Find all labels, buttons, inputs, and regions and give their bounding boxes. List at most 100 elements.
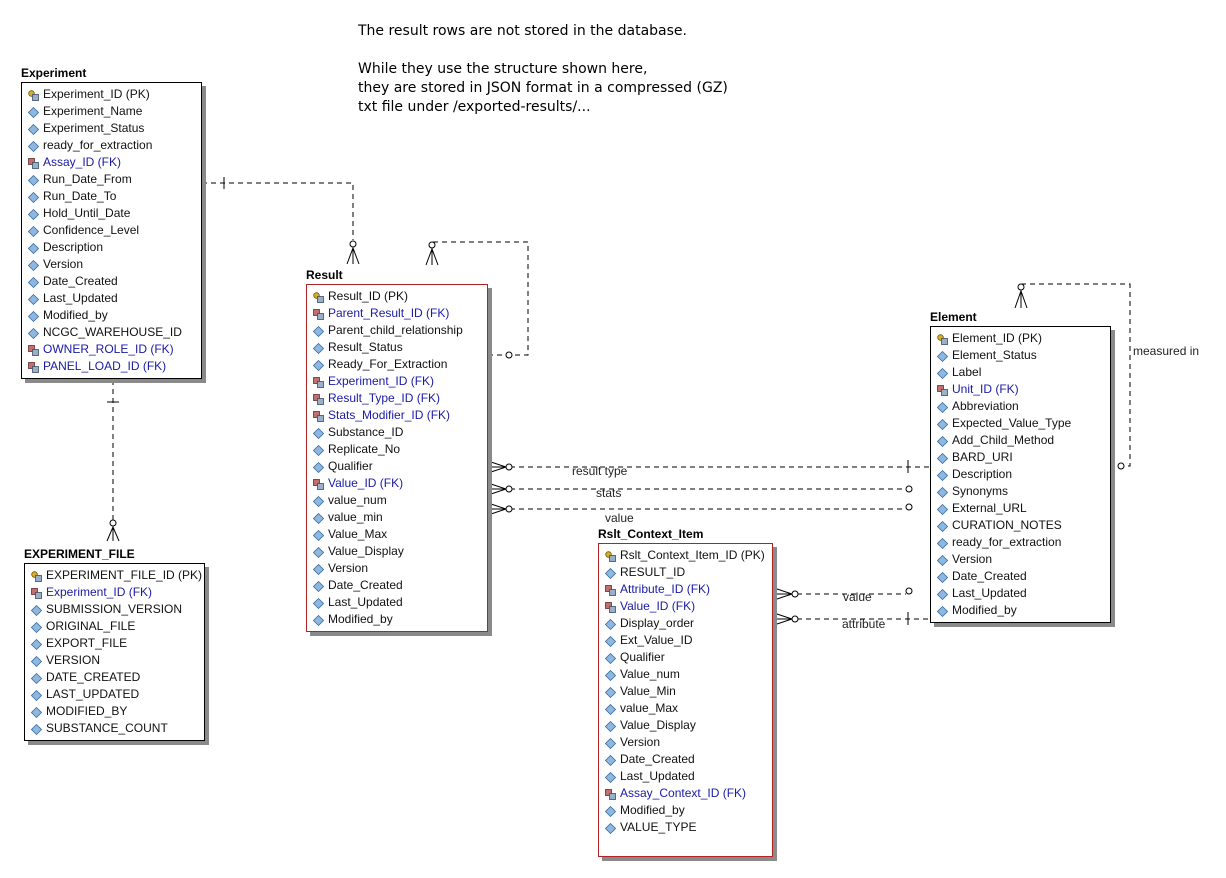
attribute-name: Substance_ID — [328, 425, 404, 439]
attribute-row: Last_Updated — [599, 768, 772, 785]
attribute-name: Modified_by — [620, 803, 685, 817]
attribute-name: Result_ID (PK) — [328, 289, 409, 303]
attribute-row: Result_Type_ID (FK) — [307, 390, 487, 407]
attribute-row: Parent_Result_ID (FK) — [307, 305, 487, 322]
diamond-icon — [936, 520, 949, 533]
attribute-name: PANEL_LOAD_ID (FK) — [43, 359, 167, 373]
attribute-row: Ext_Value_ID — [599, 632, 772, 649]
label-result-type: result type — [572, 464, 628, 478]
diamond-icon — [312, 342, 325, 355]
label-stats: stats — [596, 486, 622, 500]
diamond-icon — [312, 359, 325, 372]
attribute-name: NCGC_WAREHOUSE_ID — [43, 325, 182, 339]
attribute-row: Version — [599, 734, 772, 751]
attribute-row: Element_Status — [931, 347, 1110, 364]
attribute-row: Date_Created — [931, 568, 1110, 585]
attribute-row: value_min — [307, 509, 487, 526]
diamond-icon — [27, 174, 40, 187]
key-icon — [31, 570, 42, 582]
attribute-name: Parent_child_relationship — [328, 323, 463, 337]
diamond-icon — [936, 469, 949, 482]
attribute-name: Last_Updated — [43, 291, 118, 305]
diamond-icon — [27, 293, 40, 306]
attribute-row: EXPERIMENT_FILE_ID (PK) — [25, 567, 204, 584]
diamond-icon — [604, 703, 617, 716]
foreign-key-icon — [28, 157, 39, 169]
foreign-key-icon — [605, 601, 616, 613]
label-attribute: attribute — [842, 617, 886, 631]
attribute-name: Value_Min — [620, 684, 676, 698]
diamond-icon — [936, 418, 949, 431]
attribute-row: RESULT_ID — [599, 564, 772, 581]
diamond-icon — [30, 723, 43, 736]
attribute-name: Description — [952, 467, 1013, 481]
attribute-name: Version — [43, 257, 84, 271]
diamond-icon — [604, 754, 617, 767]
diamond-icon — [27, 106, 40, 119]
attribute-name: SUBMISSION_VERSION — [46, 602, 183, 616]
foreign-key-icon — [28, 361, 39, 373]
attribute-row: VERSION — [25, 652, 204, 669]
attribute-row: SUBSTANCE_COUNT — [25, 720, 204, 737]
attribute-row: EXPORT_FILE — [25, 635, 204, 652]
attribute-row: Value_Display — [307, 543, 487, 560]
attribute-row: Description — [22, 239, 201, 256]
attribute-row: ORIGINAL_FILE — [25, 618, 204, 635]
attribute-row: Version — [931, 551, 1110, 568]
attribute-row: Add_Child_Method — [931, 432, 1110, 449]
attribute-row: Value_ID (FK) — [599, 598, 772, 615]
attribute-name: Value_ID (FK) — [620, 599, 696, 613]
attribute-row: OWNER_ROLE_ID (FK) — [22, 341, 201, 358]
attribute-name: Experiment_Status — [43, 121, 145, 135]
diamond-icon — [936, 435, 949, 448]
diamond-icon — [312, 512, 325, 525]
attribute-row: External_URL — [931, 500, 1110, 517]
attribute-row: Qualifier — [307, 458, 487, 475]
note-line-4: txt file under /exported-results/... — [358, 99, 591, 115]
diamond-icon — [27, 310, 40, 323]
foreign-key-icon — [28, 344, 39, 356]
diamond-icon — [604, 686, 617, 699]
foreign-key-icon — [313, 393, 324, 405]
diamond-icon — [27, 140, 40, 153]
experiment-file-entity[interactable]: EXPERIMENT_FILE_ID (PK)Experiment_ID (FK… — [24, 563, 205, 741]
attribute-name: Last_Updated — [328, 595, 403, 609]
attribute-name: Version — [952, 552, 993, 566]
foreign-key-icon — [313, 376, 324, 388]
attribute-row: Last_Updated — [931, 585, 1110, 602]
attribute-name: Experiment_ID (FK) — [46, 585, 153, 599]
attribute-name: Modified_by — [952, 603, 1017, 617]
attribute-name: Version — [620, 735, 661, 749]
diamond-icon — [27, 191, 40, 204]
result-entity[interactable]: Result_ID (PK) Parent_Result_ID (FK) Paren… — [306, 284, 488, 632]
attribute-row: Value_Display — [599, 717, 772, 734]
attribute-name: Parent_Result_ID (FK) — [328, 306, 450, 320]
diamond-icon — [604, 618, 617, 631]
diamond-icon — [936, 554, 949, 567]
attribute-row: Experiment_ID (FK) — [25, 584, 204, 601]
diamond-icon — [312, 597, 325, 610]
diamond-icon — [936, 605, 949, 618]
attribute-name: value_num — [328, 493, 387, 507]
attribute-row: Modified_by — [931, 602, 1110, 619]
diamond-icon — [604, 567, 617, 580]
attribute-name: Value_Display — [620, 718, 696, 732]
attribute-name: value_min — [328, 510, 383, 524]
foreign-key-icon — [313, 478, 324, 490]
attribute-row: Rslt_Context_Item_ID (PK) — [599, 547, 772, 564]
diamond-icon — [936, 401, 949, 414]
attribute-row: BARD_URI — [931, 449, 1110, 466]
key-icon — [28, 89, 39, 101]
attribute-row: ready_for_extraction — [22, 137, 201, 154]
attribute-name: Result_Status — [328, 340, 403, 354]
attribute-name: Add_Child_Method — [952, 433, 1055, 447]
attribute-row: Parent_child_relationship — [307, 322, 487, 339]
attribute-row: Substance_ID — [307, 424, 487, 441]
diamond-icon — [936, 367, 949, 380]
attribute-name: Value_num — [620, 667, 680, 681]
attribute-row: Unit_ID (FK) — [931, 381, 1110, 398]
